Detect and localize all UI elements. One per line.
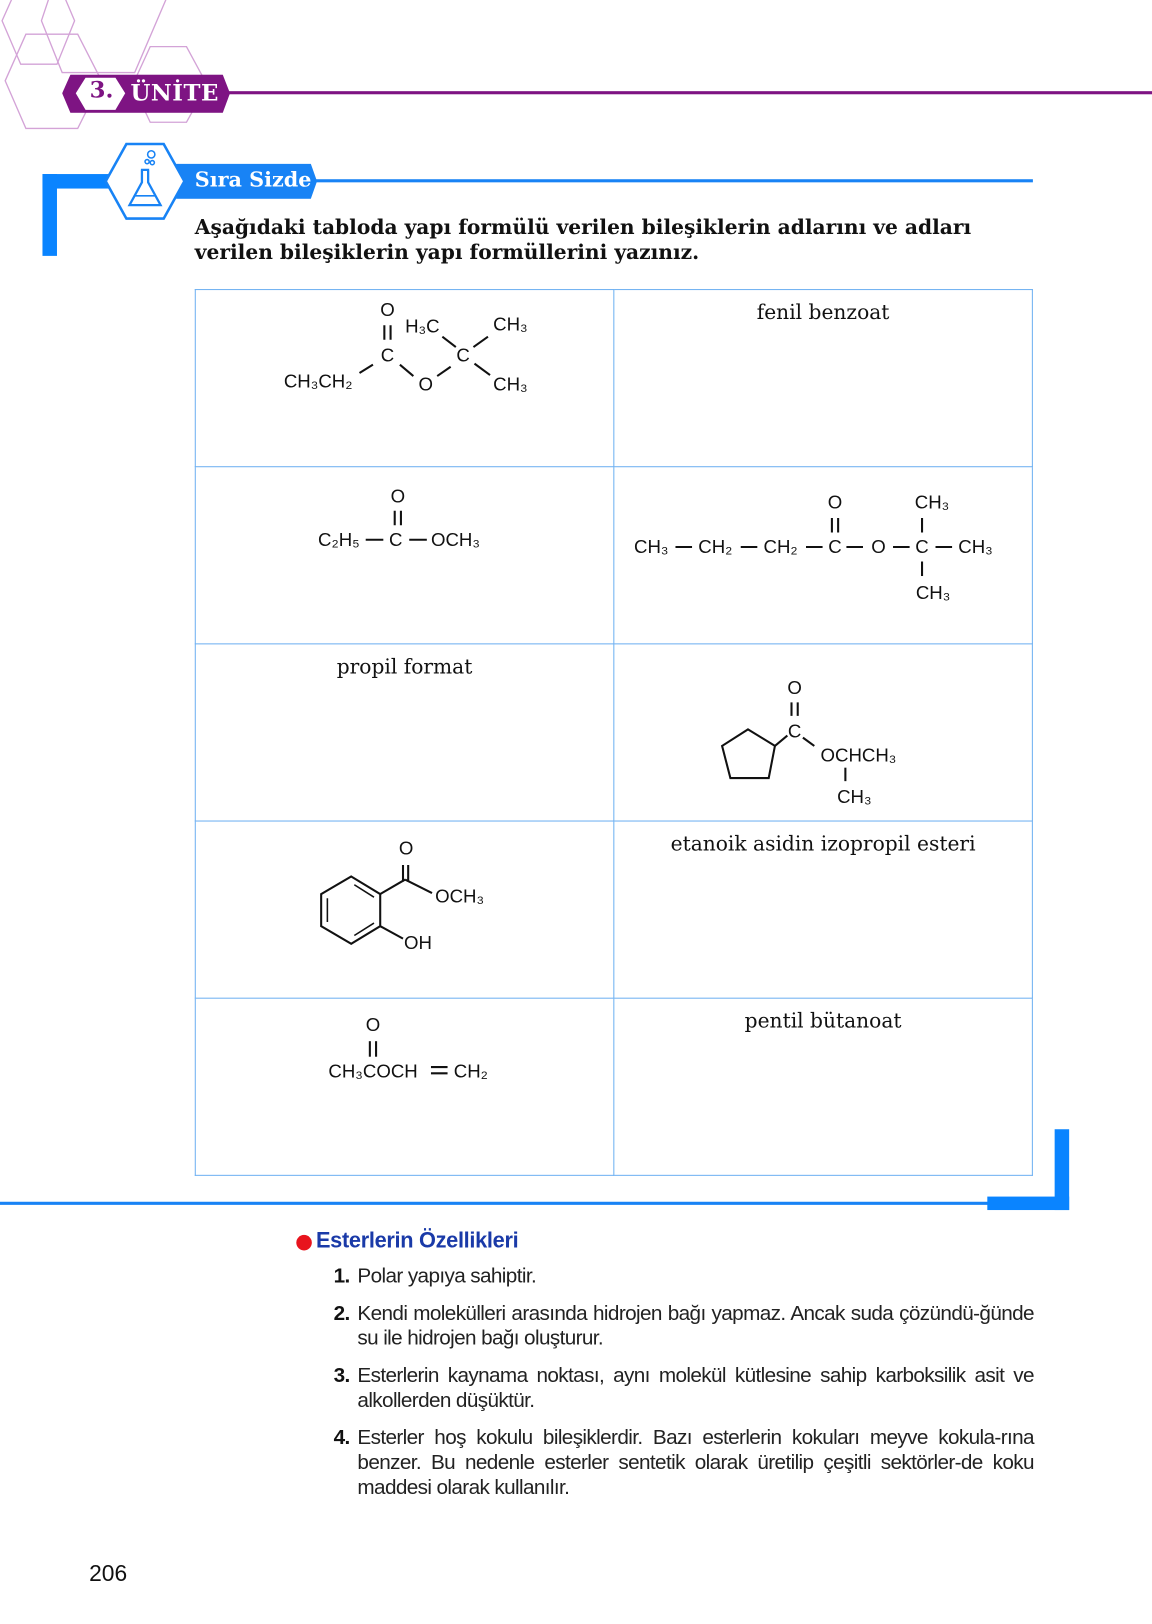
compound-name: propil format <box>336 654 473 679</box>
structure-vinyl-acetate: O CH₃COCH CH₂ <box>328 1014 488 1082</box>
list-item: 3.Esterlerin kaynama noktası, aynı molek… <box>333 1363 1035 1413</box>
atom-label: O <box>380 299 395 320</box>
structure-methyl-salicylate: O OCH₃ OH <box>320 838 484 953</box>
properties-list: 1.Polar yapıya sahiptir. 2.Kendi molekül… <box>333 1264 1035 1513</box>
atom-label: OH <box>404 932 432 953</box>
table-row: propil format O C OCHCH₃ CH₃ <box>194 643 1033 822</box>
atom-label: OCH₃ <box>435 885 484 906</box>
activity-bracket-end-bar <box>987 1196 1070 1211</box>
atom-label: CH₃ <box>958 536 993 557</box>
list-item: 1.Polar yapıya sahiptir. <box>334 1264 1034 1289</box>
atom-label: CH₃ <box>837 786 872 807</box>
item-text: Esterlerin kaynama noktası, aynı molekül… <box>357 1364 1034 1413</box>
atom-label: CH₂ <box>698 536 732 557</box>
atom-label: CH₃ <box>915 492 950 513</box>
compound-name: pentil bütanoat <box>744 1009 902 1033</box>
bullet-icon <box>296 1234 312 1251</box>
unit-number: 3. <box>89 76 114 104</box>
table-cell-name: pentil bütanoat <box>613 997 1033 1176</box>
item-text: Polar yapıya sahiptir. <box>357 1264 537 1288</box>
activity-instruction: Aşağıdaki tabloda yapı formülü verilen b… <box>194 215 972 265</box>
atom-label: CH₂ <box>454 1060 488 1081</box>
atom-label: CH₃ <box>916 582 951 603</box>
atom-label: H₃C <box>405 316 439 337</box>
atom-label: O <box>787 677 801 698</box>
section-heading: Esterlerin Özellikleri <box>315 1228 519 1253</box>
table-cell-structure: O CH₃COCH CH₂ <box>194 997 615 1176</box>
atom-label: C₂H₅ <box>318 529 360 550</box>
table-row: O CH₃COCH CH₂ pentil bütanoat <box>194 997 1033 1176</box>
item-text: Kendi molekülleri arasında hidrojen bağı… <box>357 1302 1034 1350</box>
activity-label-bg <box>176 163 318 199</box>
item-text: Esterler hoş kokulu bileşiklerdir. Bazı … <box>357 1426 1034 1500</box>
atom-label: C <box>456 345 469 366</box>
structure-methyl-propanoate: O C₂H₅ C OCH₃ <box>318 485 480 550</box>
structure-tert-butyl-butanoate: CH₃ CH₂ CH₂ C O C CH₃ O CH₃ <box>634 492 993 603</box>
atom-label: C <box>828 536 841 557</box>
unit-badge <box>62 74 230 113</box>
compound-name: etanoik asidin izopropil esteri <box>670 831 976 856</box>
table-cell-name: fenil benzoat <box>613 289 1033 468</box>
atom-label: C <box>915 536 928 557</box>
table-row: O C₂H₅ C OCH₃ CH₃ CH₂ CH₂ C <box>194 466 1033 645</box>
structure-isopropyl-cyclopentanecarboxylate: O C OCHCH₃ CH₃ <box>720 677 896 807</box>
table-cell-name: etanoik asidin izopropil esteri <box>613 820 1033 999</box>
table-cell-structure: O OCH₃ OH <box>194 820 615 999</box>
atom-label: OCHCH₃ <box>820 744 896 765</box>
flask-icon <box>104 142 186 220</box>
atom-label: OCH₃ <box>431 529 480 550</box>
atom-label: O <box>871 536 885 557</box>
atom-label: C <box>389 529 402 550</box>
atom-label: CH₃ <box>634 536 669 557</box>
table-row: O OCH₃ OH etanoik asidin izopropil ester… <box>194 820 1033 999</box>
item-number: 2. <box>333 1302 351 1326</box>
compound-name: fenil benzoat <box>756 300 890 325</box>
atom-label: CH₂ <box>763 536 797 557</box>
page-number: 206 <box>89 1560 128 1587</box>
atom-label: O <box>366 1014 381 1035</box>
atom-label: C <box>788 721 801 742</box>
table-cell-structure: O C H₃C CH₃ C CH₃CH₂ O CH₃ <box>194 289 615 468</box>
activity-bracket <box>42 174 110 189</box>
list-item: 4.Esterler hoş kokulu bileşiklerdir. Baz… <box>333 1426 1035 1501</box>
activity-bracket-end <box>1054 1129 1070 1211</box>
atom-label: CH₃ <box>493 374 527 395</box>
atom-label: CH₃ <box>493 313 527 334</box>
unit-header-line <box>222 91 1152 95</box>
atom-label: CH₃CH₂ <box>284 370 353 391</box>
atom-label: O <box>391 485 405 506</box>
atom-label: O <box>828 492 842 513</box>
ester-table: O C H₃C CH₃ C CH₃CH₂ O CH₃ fenil benzoat <box>194 289 1033 1176</box>
atom-label: C <box>381 345 394 366</box>
unit-label: ÜNİTE <box>130 79 219 107</box>
item-number: 1. <box>333 1264 351 1288</box>
table-row: O C H₃C CH₃ C CH₃CH₂ O CH₃ fenil benzoat <box>194 289 1033 468</box>
structure-tert-butyl-propanoate: O C H₃C CH₃ C CH₃CH₂ O CH₃ <box>284 299 528 395</box>
table-cell-structure: O C OCHCH₃ CH₃ <box>613 643 1033 822</box>
activity-bracket-vertical <box>42 174 57 256</box>
table-cell-structure: O C₂H₅ C OCH₃ <box>194 466 615 645</box>
atom-label: CH₃COCH <box>328 1060 417 1081</box>
decorative-hexagons <box>1 0 208 130</box>
item-number: 4. <box>333 1426 351 1450</box>
activity-title: Sıra Sizde <box>194 166 312 192</box>
table-cell-name: propil format <box>194 643 615 822</box>
item-number: 3. <box>333 1364 351 1388</box>
atom-label: O <box>419 374 434 395</box>
section-divider <box>0 1201 1068 1205</box>
table-cell-structure: CH₃ CH₂ CH₂ C O C CH₃ O CH₃ <box>613 466 1033 645</box>
activity-header-line <box>310 179 1033 183</box>
list-item: 2.Kendi molekülleri arasında hidrojen ba… <box>333 1301 1035 1351</box>
atom-label: O <box>399 838 413 859</box>
